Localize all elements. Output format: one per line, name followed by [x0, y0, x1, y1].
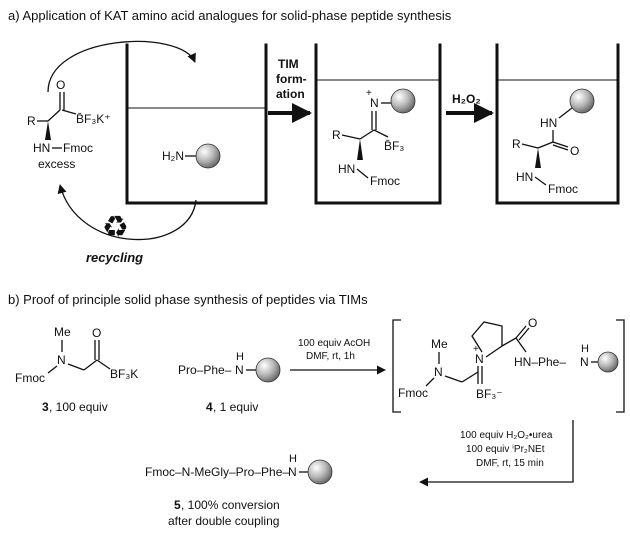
timb-hn: HN–Phe– [514, 355, 566, 369]
c3-equiv: , 100 equiv [49, 400, 108, 414]
c4-n: N [235, 363, 244, 377]
kat-o: O [56, 78, 65, 92]
timb-me: Me [431, 337, 448, 351]
timb-bf3: BF₃⁻ [476, 387, 503, 401]
tim-intermediate: Me N Fmoc + N BF₃⁻ O HN–Phe– H N [398, 316, 619, 401]
amide-hn: HN [516, 170, 533, 184]
p5-seq: Fmoc–N-MeGly–Pro–Phe– [145, 465, 289, 479]
kat-r: R [27, 114, 36, 128]
tim-bf3: B̄F₃ [384, 139, 404, 153]
p5-line2: after double coupling [168, 514, 279, 528]
resin-bead [390, 88, 416, 114]
c4-seq: Pro–Phe– [178, 363, 232, 377]
panel-b-title: b) Proof of principle solid phase synthe… [8, 292, 368, 307]
resin-bead [195, 143, 221, 169]
timb-nend: N [580, 355, 589, 369]
arrow-b1-l2: DMF, rt, 1h [306, 351, 355, 362]
c3-number: 3 [42, 400, 49, 414]
timb-plus: + [473, 344, 479, 355]
resin-bead [597, 351, 619, 373]
product-5: Fmoc–N-MeGly–Pro–Phe– H N 5 , 100% conve… [145, 453, 333, 528]
compound-4: Pro–Phe– H N 4 , 1 equiv [178, 351, 281, 414]
resin-bead [307, 459, 333, 485]
tim-plus: + [366, 88, 372, 99]
kat-fmoc: Fmoc [63, 141, 93, 155]
kat-amino-acid: R O B̄F₃K⁺ HN Fmoc excess [27, 78, 111, 171]
arrow-b2-l2: 100 equiv ⁱPr₂NEt [466, 444, 545, 455]
c3-o: O [92, 326, 101, 340]
arrow1-l3: ation [276, 87, 305, 101]
bracket-right [616, 319, 625, 413]
beaker-3: HN O R HN Fmoc [495, 43, 620, 205]
tim-n: N [370, 96, 379, 110]
arrow-b2-l3: DMF, rt, 15 min [476, 458, 544, 469]
c4-h: H [236, 351, 244, 363]
amide-o: O [570, 144, 579, 158]
timb-h: H [581, 343, 589, 355]
kat-excess: excess [38, 157, 75, 171]
c3-n: N [57, 353, 66, 367]
recycling-label: recycling [86, 250, 143, 265]
amide-fmoc: Fmoc [548, 182, 578, 196]
arrow-b2-l1: 100 equiv H₂O₂•urea [460, 430, 553, 441]
arrow-b1-l1: 100 equiv AcOH [298, 338, 370, 349]
beaker-2: + N B̄F₃ R HN Fmoc [314, 43, 442, 205]
c3-fmoc: Fmoc [15, 371, 45, 385]
bracket-left [392, 319, 401, 413]
timb-nplus: N [475, 352, 484, 366]
panel-a-title: a) Application of KAT amino acid analogu… [8, 8, 452, 23]
beaker-1: H₂N [125, 43, 268, 205]
p5-h: H [289, 453, 297, 465]
resin-bead [255, 357, 281, 383]
c4-equiv: , 1 equiv [213, 400, 258, 414]
beaker1-h2n: H₂N [162, 149, 184, 163]
c3-bf3k: BF₃K [110, 367, 138, 381]
arrow-b2 [419, 420, 574, 487]
timb-n: N [434, 365, 443, 379]
compound-3: Me N Fmoc O BF₃K 3 , 100 equiv [15, 325, 138, 414]
p5-line1: , 100% conversion [181, 498, 280, 512]
kat-bf3k: B̄F₃K⁺ [76, 112, 111, 126]
p5-n: N [288, 465, 297, 479]
resin-bead [569, 88, 595, 114]
c3-me: Me [54, 325, 71, 339]
arrow1-l2: form- [276, 72, 307, 86]
tim-r: R [332, 128, 341, 142]
timb-fmoc: Fmoc [398, 386, 428, 400]
kat-hn: HN [33, 141, 50, 155]
tim-hn: HN [338, 162, 355, 176]
p5-number: 5 [174, 498, 181, 512]
recycle-arrow-bottom [57, 184, 197, 241]
c4-number: 4 [206, 400, 213, 414]
arrow1-l1: TIM [278, 57, 299, 71]
arrow2-label: H₂O₂ [452, 92, 481, 106]
recycle-icon: ♻ [102, 210, 129, 245]
tim-fmoc: Fmoc [370, 174, 400, 188]
timb-o: O [528, 316, 537, 330]
recycle-arrow-top [47, 40, 196, 93]
amide-hn-top: HN [540, 116, 557, 130]
amide-r: R [512, 137, 521, 151]
